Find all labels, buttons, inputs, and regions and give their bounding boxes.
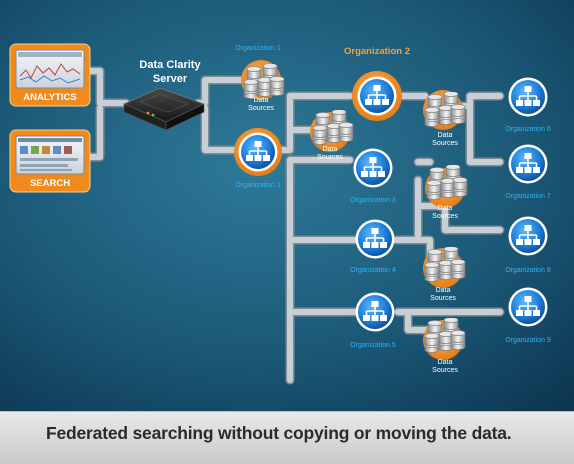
- organization-nodes: [234, 71, 548, 332]
- org1-bottom-label: Organization 1: [235, 182, 281, 189]
- data-sources-org4[interactable]: [423, 246, 466, 288]
- org3-hierarchy-icon[interactable]: [353, 148, 393, 188]
- data-source-nodes: [241, 60, 468, 360]
- org6-label: Organization 6: [505, 126, 551, 133]
- org5-hierarchy-icon[interactable]: [355, 292, 395, 332]
- org1-top-label: Organization 1: [235, 45, 281, 52]
- ds-label-line1: Data: [323, 146, 338, 153]
- org6-hierarchy-icon[interactable]: [508, 77, 548, 117]
- org9-hierarchy-icon[interactable]: [508, 287, 548, 327]
- org2-label: Organization 2: [344, 46, 410, 57]
- org4-hierarchy-icon[interactable]: [355, 219, 395, 259]
- ds-label-line1: Data: [254, 97, 269, 104]
- org2-hierarchy-icon: [357, 76, 397, 116]
- federation-diagram: ANALYTICS SEARCH Data Clarity Server: [0, 0, 574, 411]
- data-sources-org5[interactable]: [423, 317, 466, 360]
- server-appliance-icon: [123, 87, 206, 131]
- org4-label: Organization 4: [350, 267, 396, 274]
- ds-label-line1: Data: [438, 359, 453, 366]
- ds-label-line1: Data: [436, 287, 451, 294]
- search-label: SEARCH: [30, 178, 70, 189]
- ds-label-line2: Sources: [432, 213, 458, 220]
- org1-node[interactable]: [234, 128, 282, 176]
- data-sources-org1[interactable]: [241, 60, 285, 100]
- data-sources-org3[interactable]: [425, 164, 468, 208]
- analytics-screen-chart: [18, 52, 82, 84]
- data-sources-org2[interactable]: [423, 90, 466, 130]
- org5-label: Organization 5: [350, 342, 396, 349]
- ds-label-line2: Sources: [317, 154, 343, 161]
- org7-label: Organization 7: [505, 193, 551, 200]
- org2-node[interactable]: [352, 71, 402, 121]
- ds-label-line2: Sources: [432, 367, 458, 374]
- ds-label-line1: Data: [438, 205, 453, 212]
- data-sources-org1-b[interactable]: [310, 109, 354, 152]
- org7-hierarchy-icon[interactable]: [508, 144, 548, 184]
- server-title-line1: Data Clarity: [139, 59, 201, 71]
- org3-label: Organization 3: [350, 197, 396, 204]
- data-sources-labels: Data Sources Data Sources Data Sources D…: [248, 97, 458, 374]
- org9-label: Organization 9: [505, 337, 551, 344]
- org8-hierarchy-icon[interactable]: [508, 216, 548, 256]
- organization-labels: Organization 1 Organization 1 Organizati…: [235, 45, 551, 349]
- caption-bar: [0, 411, 574, 464]
- analytics-label: ANALYTICS: [23, 92, 77, 103]
- search-app[interactable]: SEARCH: [9, 129, 91, 193]
- ds-label-line1: Data: [438, 132, 453, 139]
- org1-hierarchy-icon: [238, 132, 278, 172]
- ds-label-line2: Sources: [432, 140, 458, 147]
- data-clarity-server[interactable]: Data Clarity Server: [123, 59, 206, 131]
- ds-label-line2: Sources: [248, 105, 274, 112]
- caption-text: Federated searching without copying or m…: [46, 423, 512, 443]
- ds-label-line2: Sources: [430, 295, 456, 302]
- search-screen-results: [18, 138, 82, 171]
- server-title-line2: Server: [153, 73, 188, 85]
- analytics-app[interactable]: ANALYTICS: [9, 43, 91, 107]
- org8-label: Organization 8: [505, 267, 551, 274]
